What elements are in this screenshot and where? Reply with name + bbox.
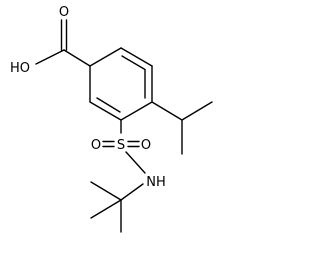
hydroxyl-label: HO <box>10 61 30 76</box>
isopropyl-methyl-bond <box>181 101 213 121</box>
carbonyl-oxygen-label: O <box>59 5 69 20</box>
nitrogen-tbutyl-bond <box>120 183 144 201</box>
sulfonyl-oxygen-left-label: O <box>91 138 101 153</box>
ring-double-bond <box>121 55 146 71</box>
amine-label: NH <box>146 175 166 190</box>
tbutyl-methyl-bond <box>90 181 122 201</box>
sulfonyl-oxygen-right-label: O <box>141 138 151 153</box>
ring-bond <box>89 47 122 67</box>
sulfonamide-group: S O O NH <box>91 119 166 190</box>
ring-bond <box>89 101 122 121</box>
sulfur-nitrogen-bond <box>125 151 146 174</box>
ring-bond <box>120 101 153 121</box>
carboxylic-acid-group: O HO <box>10 5 91 76</box>
tert-butyl-group <box>90 181 144 233</box>
sulfur-label: S <box>117 138 125 153</box>
ring-double-bond <box>96 97 121 113</box>
isopropyl-group <box>151 101 213 155</box>
c-isopropyl-bond <box>151 101 183 121</box>
benzene-ring <box>89 47 153 121</box>
c-oh-bond <box>35 49 65 65</box>
tbutyl-methyl-bond <box>90 199 122 219</box>
chemical-structure: O HO S O O NH <box>10 5 213 233</box>
ring-bond <box>120 47 153 67</box>
c-carboxyl-bond <box>63 49 91 67</box>
